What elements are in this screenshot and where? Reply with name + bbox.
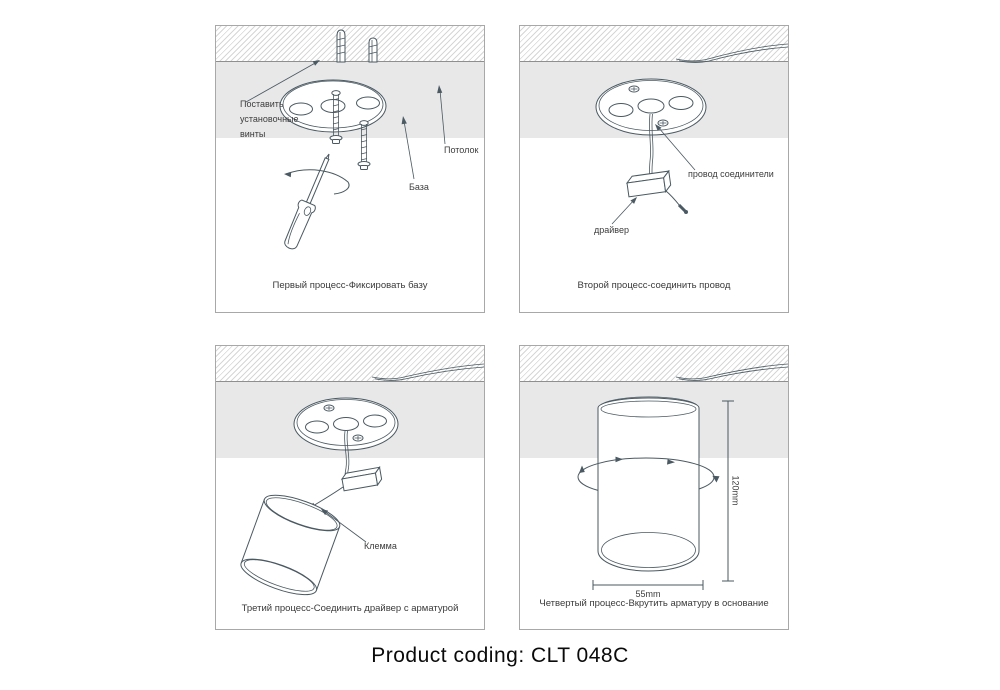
mains-cable-drawing <box>675 363 788 381</box>
product-code-text: Product coding: CLT 048C <box>371 644 629 667</box>
label-height-120mm: 120mm <box>730 475 741 506</box>
leader-arrow-wire-connectors <box>655 124 696 171</box>
leader-arrow-terminal <box>321 509 367 543</box>
label-diameter-55mm: 55mm <box>635 589 661 599</box>
mounting-base-drawing <box>595 78 707 136</box>
step-3-illustration <box>240 363 484 596</box>
label-install-screws: Поставить установочные винты <box>240 99 299 139</box>
anchor-screws-drawing <box>336 29 378 63</box>
fixture-cylinder-drawing <box>240 494 341 596</box>
step-1-illustration <box>245 29 446 250</box>
leader-arrow-install-screws <box>245 60 320 103</box>
dimension-55mm <box>592 580 704 590</box>
step-2-illustration <box>595 43 788 225</box>
label-base: База <box>409 182 429 192</box>
screwdriver-drawing <box>284 153 330 250</box>
step-2-panel: провод соединители драйвер Второй процес… <box>519 25 789 313</box>
step-4-illustration <box>577 363 788 590</box>
ceiling-hatch <box>216 26 484 62</box>
mains-cable-drawing <box>371 363 484 381</box>
rotation-arrows <box>577 456 720 491</box>
step-2-caption: Второй процесс-соединить провод <box>577 280 731 291</box>
step-1-panel: Поставить установочные винты Потолок Баз… <box>215 25 485 313</box>
label-driver: драйвер <box>594 225 629 235</box>
step-3-panel: Клемма Третий процесс-Соединить драйвер … <box>215 345 485 630</box>
leader-arrow-base <box>401 116 415 180</box>
dimension-120mm <box>722 400 734 582</box>
mains-cable-drawing <box>675 43 788 63</box>
rotation-arrow <box>284 169 350 195</box>
ceiling-hatch <box>216 346 484 382</box>
power-plug-drawing <box>665 190 688 214</box>
leader-arrow-ceiling <box>437 85 446 145</box>
step-4-panel: 120mm 55mm Четвертый процесс-Вкрутить ар… <box>519 345 789 630</box>
ceiling-hatch <box>520 26 788 62</box>
label-ceiling: Потолок <box>444 145 479 155</box>
label-wire-connectors: провод соединители <box>688 169 774 179</box>
fixture-cylinder-drawing <box>597 396 700 572</box>
ceiling-hatch <box>520 346 788 382</box>
driver-box-drawing <box>625 169 672 198</box>
step-3-caption: Третий процесс-Соединить драйвер с армат… <box>241 603 459 614</box>
step-4-caption: Четвертый процесс-Вкрутить арматуру в ос… <box>539 598 769 609</box>
mounting-base-drawing <box>293 397 399 451</box>
leader-arrow-driver <box>611 197 637 225</box>
step-1-caption: Первый процесс-Фиксировать базу <box>272 280 428 291</box>
fixing-screws-drawing <box>329 90 371 170</box>
label-terminal: Клемма <box>364 541 397 551</box>
driver-box-drawing <box>340 466 383 492</box>
